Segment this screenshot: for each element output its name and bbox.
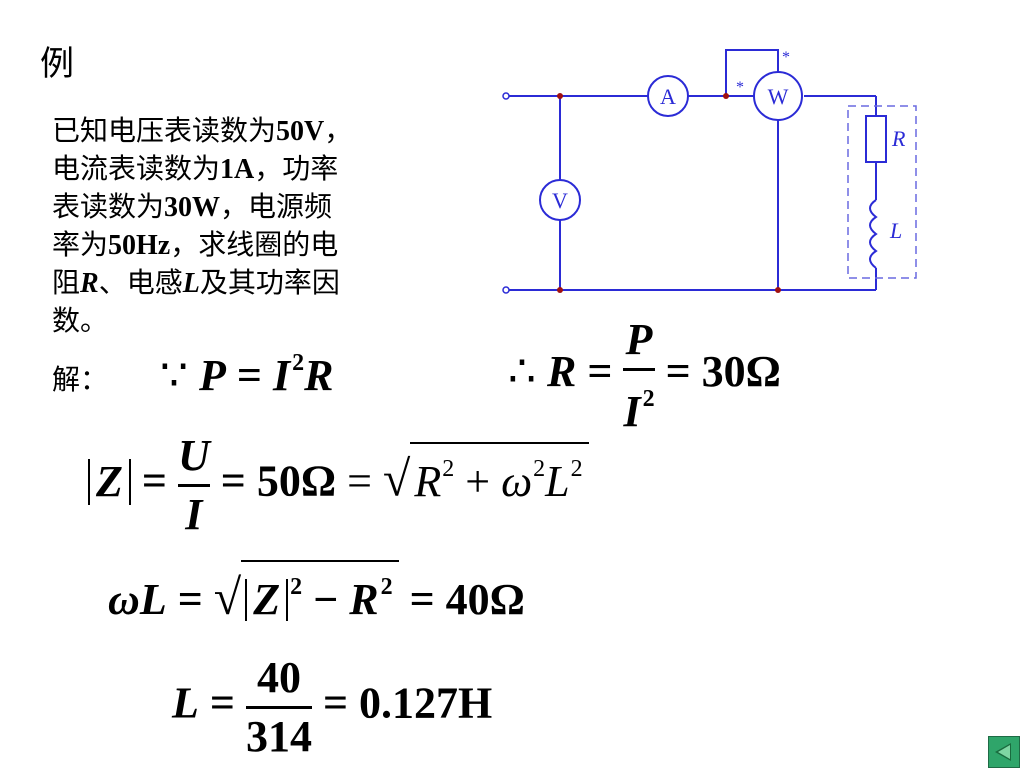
- next-slide-button[interactable]: [988, 736, 1020, 768]
- abs-z: Z: [88, 458, 131, 505]
- node: [557, 93, 563, 99]
- sqrt-r2-w2l2: R2 + ω2L2: [410, 441, 589, 507]
- resistor-label: R: [891, 126, 906, 151]
- inductor: [869, 199, 878, 269]
- problem-line-5: 阻R、电感L及其功率因: [52, 266, 340, 299]
- inductor-label: L: [889, 218, 902, 243]
- problem-line-6: 数。: [52, 304, 109, 337]
- circuit-wires: [508, 49, 877, 291]
- terminal-top: [502, 92, 510, 100]
- ammeter: [647, 75, 689, 117]
- play-next-icon: [995, 743, 1011, 761]
- equation-power: ∵ P = I2R: [160, 350, 334, 400]
- equation-inductance: L = 40 314 = 0.127H: [172, 653, 493, 761]
- fraction-p-over-i2: P I2: [623, 315, 655, 436]
- problem-statement: 已知电压表读数为50V， 电流表读数为1A，功率 表读数为30W，电源频 率为5…: [52, 112, 412, 339]
- node: [723, 93, 729, 99]
- ammeter-label: A: [660, 84, 676, 109]
- polarity-mark: *: [782, 49, 790, 66]
- coil-box: [847, 105, 917, 279]
- problem-line-3: 表读数为30W，电源频: [52, 190, 333, 223]
- resistor: [865, 115, 887, 163]
- equation-resistance: ∴ R = P I2 = 30Ω: [508, 315, 781, 436]
- solution-label: 解：: [52, 363, 109, 396]
- slide-title: 例: [40, 44, 74, 84]
- problem-line-2: 电流表读数为1A，功率: [52, 152, 339, 185]
- fraction-40-over-314: 40 314: [245, 653, 312, 761]
- equation-impedance: Z = U I = 50Ω = √R2 + ω2L2: [88, 430, 589, 541]
- fraction-u-over-i: U I: [177, 431, 210, 539]
- voltmeter: [539, 179, 581, 221]
- node: [557, 287, 563, 293]
- circuit-diagram: A W * * V R L: [502, 49, 917, 294]
- wattmeter: [753, 71, 803, 121]
- terminal-bottom: [502, 286, 510, 294]
- polarity-mark: *: [736, 79, 744, 96]
- problem-line-4: 率为50Hz，求线圈的电: [52, 228, 339, 261]
- wattmeter-label: W: [768, 84, 789, 109]
- voltmeter-label: V: [552, 188, 568, 213]
- node: [775, 287, 781, 293]
- problem-line-1: 已知电压表读数为50V，: [52, 114, 353, 147]
